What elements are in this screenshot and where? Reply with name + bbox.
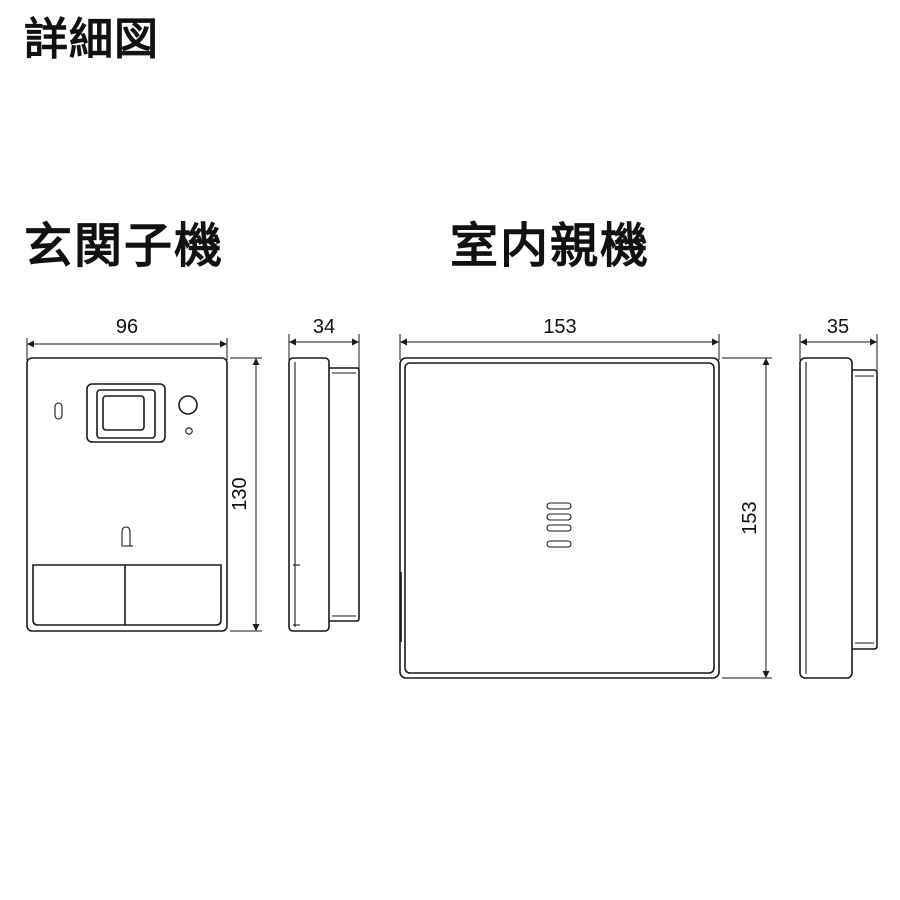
indoor-height-label: 153 [739,501,761,534]
entrance-depth-label: 34 [313,316,335,338]
indoor-depth-label: 35 [827,316,849,338]
camera-lens-icon [102,395,145,431]
entrance-unit-title: 玄関子機 [24,218,225,274]
indicator-slot-icon [54,402,63,420]
entrance-height-label: 130 [229,477,251,510]
camera-frame [86,383,166,443]
mic-icon [121,526,131,547]
sensor-circle-icon [178,395,198,415]
indoor-unit-front-view: 153 153 [399,316,772,679]
entrance-width-label: 96 [116,316,138,338]
page-title: 詳細図 [24,14,159,65]
indoor-unit-side-view: 35 [799,316,878,679]
entrance-unit-front-view: 96 130 [26,316,262,632]
indoor-unit-title: 室内親機 [450,218,651,274]
speaker-grille-icon [546,502,572,548]
entrance-unit-side-view: 34 [288,316,360,632]
indoor-width-label: 153 [543,316,576,338]
